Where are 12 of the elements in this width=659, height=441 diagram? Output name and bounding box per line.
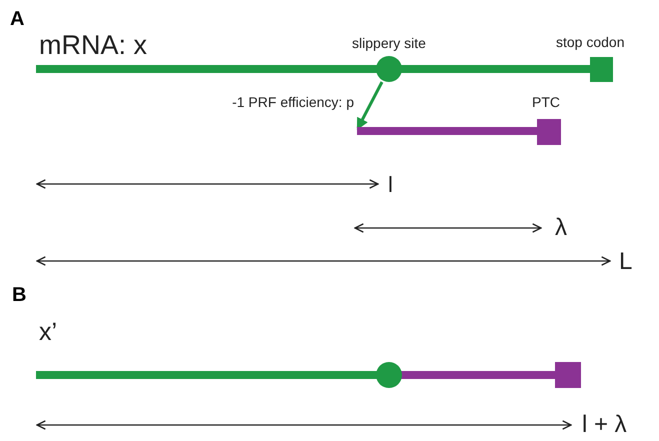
sequence-label: mRNA: x — [39, 32, 147, 59]
site-label: PTC — [532, 95, 560, 109]
edge-label: -1 PRF efficiency: p — [232, 95, 354, 109]
panel-letter: B — [12, 285, 26, 305]
length-label: λ — [555, 216, 567, 240]
sequence-label: x’ — [39, 320, 58, 345]
site-label: slippery site — [351, 36, 427, 50]
site-label: stop codon — [556, 35, 624, 49]
panel-letter: A — [10, 9, 24, 29]
length-label: L — [619, 250, 632, 274]
length-label: l + λ — [582, 413, 627, 437]
length-label: l — [388, 174, 393, 196]
